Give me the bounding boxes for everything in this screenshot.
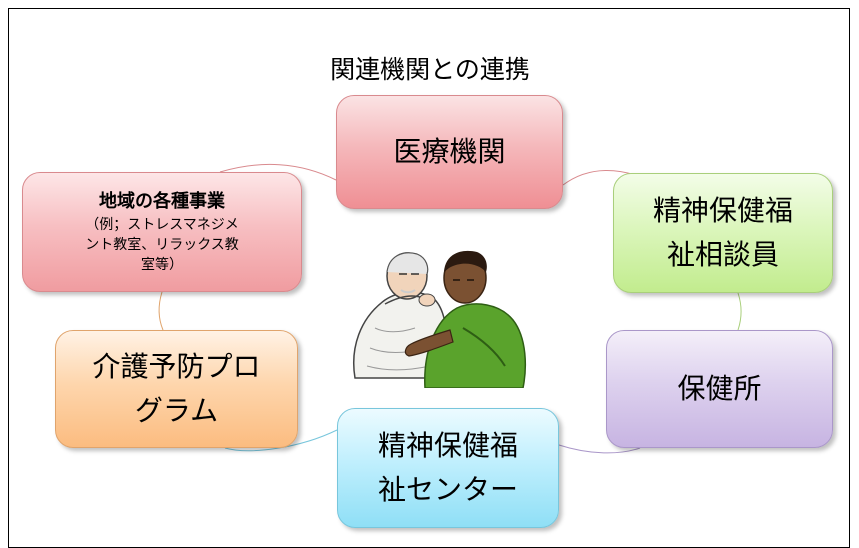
node-local-projects-sub2: ント教室、リラックス教: [85, 237, 239, 253]
node-psw-counselor: 精神保健福 祉相談員: [613, 173, 833, 293]
connector-prevention-local: [158, 291, 164, 331]
node-local-projects-sub3: 室等）: [141, 257, 183, 273]
node-local-projects-sub1: （例；ストレスマネジメ: [85, 217, 239, 233]
node-care-prevention-line1: 介護予防プロ: [92, 350, 261, 383]
node-health-center: 保健所: [606, 330, 833, 448]
node-local-projects: 地域の各種事業 （例；ストレスマネジメ ント教室、リラックス教 室等）: [22, 172, 302, 292]
node-psw-counselor-line1: 精神保健福: [652, 194, 793, 227]
node-local-projects-heading: 地域の各種事業: [99, 191, 225, 212]
connector-center-prevention: [224, 429, 338, 452]
node-health-center-label: 保健所: [677, 372, 762, 405]
connector-counselor-healthcenter: [737, 292, 742, 331]
node-mental-health-center-label: 精神保健福 祉センター: [378, 424, 518, 512]
node-medical-institution: 医療機関: [336, 95, 563, 209]
node-mental-health-center-line1: 精神保健福: [377, 429, 518, 462]
node-care-prevention: 介護予防プロ グラム: [55, 330, 298, 448]
node-care-prevention-line2: グラム: [134, 394, 219, 427]
diagram-title: 関連機関との連携: [330, 55, 530, 84]
caregiver-helping-elder-icon: [353, 250, 527, 388]
connector-local-medical: [219, 163, 337, 181]
node-care-prevention-label: 介護予防プロ グラム: [92, 345, 260, 433]
node-medical-label: 医療機関: [393, 135, 506, 168]
node-psw-counselor-label: 精神保健福 祉相談員: [653, 189, 793, 277]
node-mental-health-center: 精神保健福 祉センター: [337, 408, 559, 528]
node-psw-counselor-line2: 祉相談員: [666, 238, 779, 271]
connector-healthcenter-center: [558, 444, 641, 454]
node-mental-health-center-line2: 祉センター: [377, 473, 518, 506]
